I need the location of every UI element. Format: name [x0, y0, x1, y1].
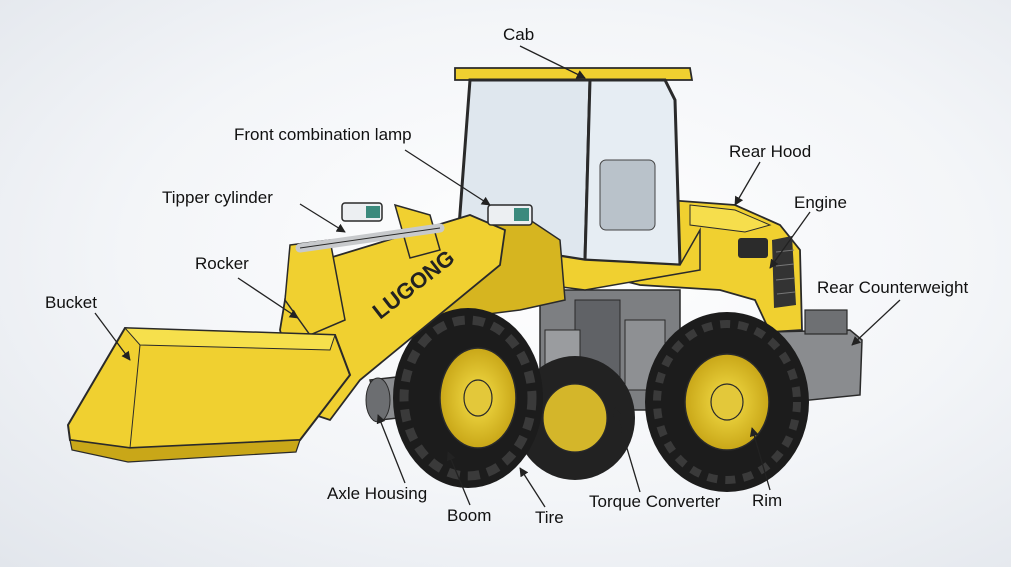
rocker-leader: [237, 277, 299, 319]
front-combination-lamp: [341, 202, 533, 226]
axle-housing-leader: [376, 414, 406, 484]
label-tire: Tire: [535, 508, 564, 527]
cab-leader: [519, 45, 586, 79]
rim-leader: [749, 427, 771, 491]
label-bucket: Bucket: [45, 293, 97, 312]
rear-counterweight-leader: [851, 299, 901, 346]
rear-tire: [645, 312, 809, 492]
label-axle-housing: Axle Housing: [327, 484, 428, 503]
label-torque-converter: Torque Converter: [589, 492, 721, 511]
far-front-tire: [515, 356, 635, 480]
label-rear-counterweight: Rear Counterweight: [817, 278, 969, 297]
bucket: [66, 326, 352, 463]
rear-hood-leader: [734, 161, 761, 206]
label-rim: Rim: [752, 491, 783, 510]
label-rear-hood: Rear Hood: [729, 142, 812, 161]
label-engine: Engine: [794, 193, 847, 212]
boom-leader: [446, 451, 471, 506]
leader-lines: [94, 45, 901, 508]
bucket-leader: [94, 312, 131, 361]
engine-leader: [769, 211, 811, 269]
front-tire: [393, 308, 543, 488]
label-tipper-cylinder: Tipper cylinder: [162, 188, 273, 207]
label-boom: Boom: [447, 506, 492, 525]
label-rocker: Rocker: [195, 254, 249, 273]
tipper-cylinder: [295, 223, 445, 253]
engine: [738, 236, 796, 308]
label-cab: Cab: [503, 25, 535, 44]
label-front-combination-lamp: Front combination lamp: [234, 125, 412, 144]
tipper-cylinder-leader: [299, 203, 346, 233]
front-lamp-leader: [404, 149, 491, 206]
torque-converter-leader: [612, 407, 641, 493]
tire-leader: [519, 467, 546, 508]
